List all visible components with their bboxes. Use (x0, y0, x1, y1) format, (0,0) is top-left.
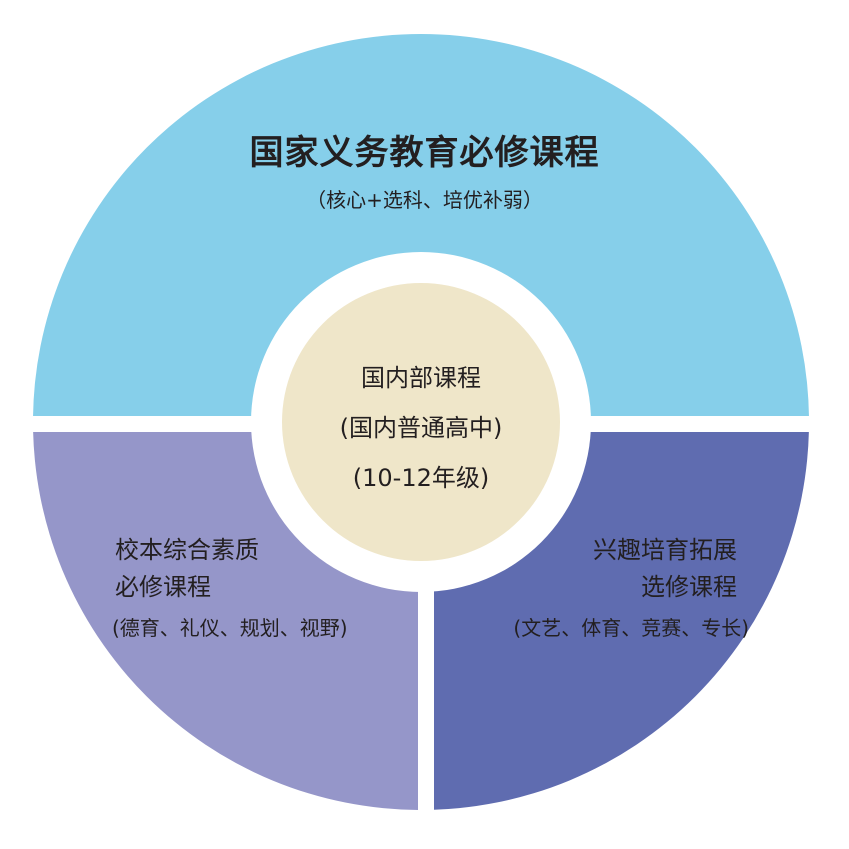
left-sub: (德育、礼仪、规划、视野) (112, 616, 348, 640)
segment-national-compulsory (33, 34, 809, 416)
left-line2: 必修课程 (115, 573, 211, 601)
top-subtitle: （核心+选科、培优补弱） (306, 188, 543, 212)
right-sub: (文艺、体育、竞赛、专长) (513, 616, 749, 640)
center-line1: 国内部课程 (361, 364, 481, 392)
top-title: 国家义务教育必修课程 (249, 133, 600, 173)
right-line2: 选修课程 (641, 573, 737, 601)
center-circle (282, 283, 560, 561)
right-line1: 兴趣培育拓展 (593, 536, 737, 564)
left-line1: 校本综合素质 (115, 536, 259, 564)
center-line3: (10-12年级) (352, 464, 490, 492)
center-line2: (国内普通高中) (339, 414, 503, 442)
